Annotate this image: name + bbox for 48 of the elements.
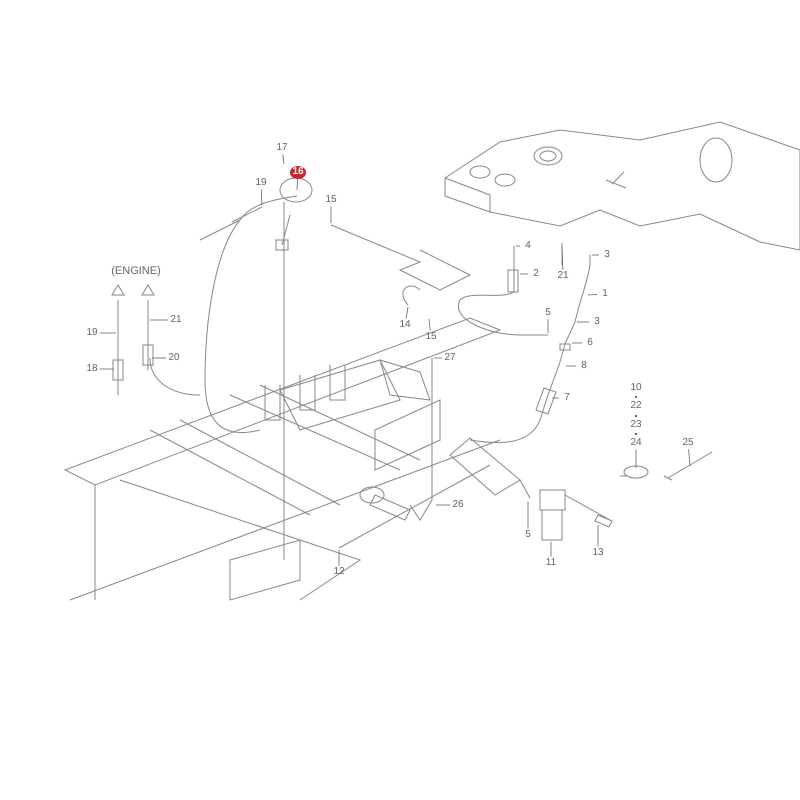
leader-line — [330, 206, 332, 224]
leader-line — [338, 550, 340, 566]
callout-number: 21 — [168, 314, 184, 326]
callout-number: 14 — [397, 318, 413, 332]
callout-number: 4 — [520, 240, 536, 252]
callout-number: 21 — [555, 270, 571, 282]
callout-number: 3 — [599, 248, 615, 262]
leader-line — [406, 306, 408, 319]
callout-number: 1 — [597, 288, 613, 300]
callout-number: 17 — [274, 142, 290, 154]
callout-number: 20 — [166, 352, 182, 364]
leader-line — [436, 504, 450, 506]
callout-number: 27 — [442, 352, 458, 364]
leader-line — [592, 254, 600, 256]
leader-line — [572, 342, 582, 344]
leader-line — [260, 189, 262, 206]
callout-number: 23 — [630, 419, 642, 431]
callout-number: 3 — [589, 316, 605, 328]
callout-number: 19 — [84, 326, 100, 340]
callout-number: 18 — [84, 362, 100, 376]
callout-number: 19 — [253, 176, 269, 190]
leader-line — [562, 244, 564, 270]
leader-line — [588, 294, 598, 296]
callout-number: 12 — [331, 566, 347, 578]
callout-number: 10 — [630, 382, 642, 394]
leader-line — [100, 332, 116, 334]
highlighted-callout-number: 16 — [290, 166, 306, 178]
callout-number: 15 — [323, 194, 339, 206]
callout-number: 24 — [628, 436, 644, 450]
callout-number: 15 — [423, 330, 439, 344]
callout-number: 7 — [559, 392, 575, 404]
leader-line — [428, 318, 431, 331]
callout-number: 2 — [528, 268, 544, 280]
leader-line — [296, 178, 298, 190]
callout-number: 22 — [630, 400, 642, 412]
leader-line — [688, 449, 690, 466]
callout-number: 26 — [450, 498, 466, 512]
title-text: (ENGINE) — [111, 265, 161, 277]
callout-number: 13 — [590, 546, 606, 560]
callout-number: 6 — [582, 336, 598, 350]
leader-line — [550, 542, 552, 557]
callout-number: 8 — [576, 360, 592, 372]
callout-number: 5 — [540, 306, 556, 320]
leader-line — [100, 368, 114, 370]
callout-number: 5 — [520, 528, 536, 542]
leader-line — [282, 154, 284, 164]
callout-number: 25 — [680, 436, 696, 450]
callout-number: 11 — [543, 556, 559, 570]
